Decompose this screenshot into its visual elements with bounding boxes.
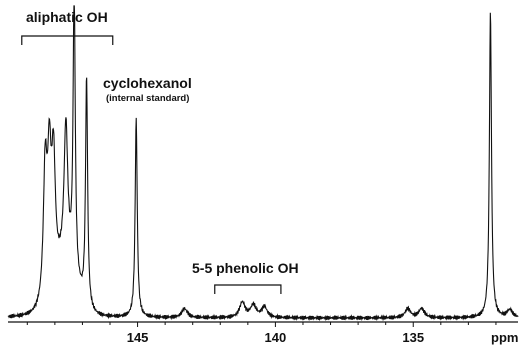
x-axis bbox=[8, 321, 518, 327]
x-tick-label: 140 bbox=[264, 330, 287, 345]
bracket-aliphatic-oh bbox=[21, 35, 114, 45]
annotation-brackets bbox=[21, 35, 282, 294]
peak-point bbox=[65, 179, 67, 181]
annotation-cyclohexanol: cyclohexanol bbox=[103, 75, 192, 91]
peak-point bbox=[489, 11, 491, 13]
annotation-phenolic-oh: 5-5 phenolic OH bbox=[192, 260, 299, 276]
x-axis-label: ppm bbox=[491, 330, 519, 345]
bracket-phenolic-oh bbox=[214, 284, 282, 294]
peak-point bbox=[52, 195, 54, 197]
annotation-aliphatic-oh: aliphatic OH bbox=[26, 9, 108, 25]
annotation-internal-standard: (internal standard) bbox=[106, 93, 190, 104]
x-tick-label: 135 bbox=[402, 330, 425, 345]
x-tick-label: 145 bbox=[126, 330, 149, 345]
spectrum-series-line bbox=[7, 5, 519, 322]
peak-point bbox=[48, 192, 50, 194]
